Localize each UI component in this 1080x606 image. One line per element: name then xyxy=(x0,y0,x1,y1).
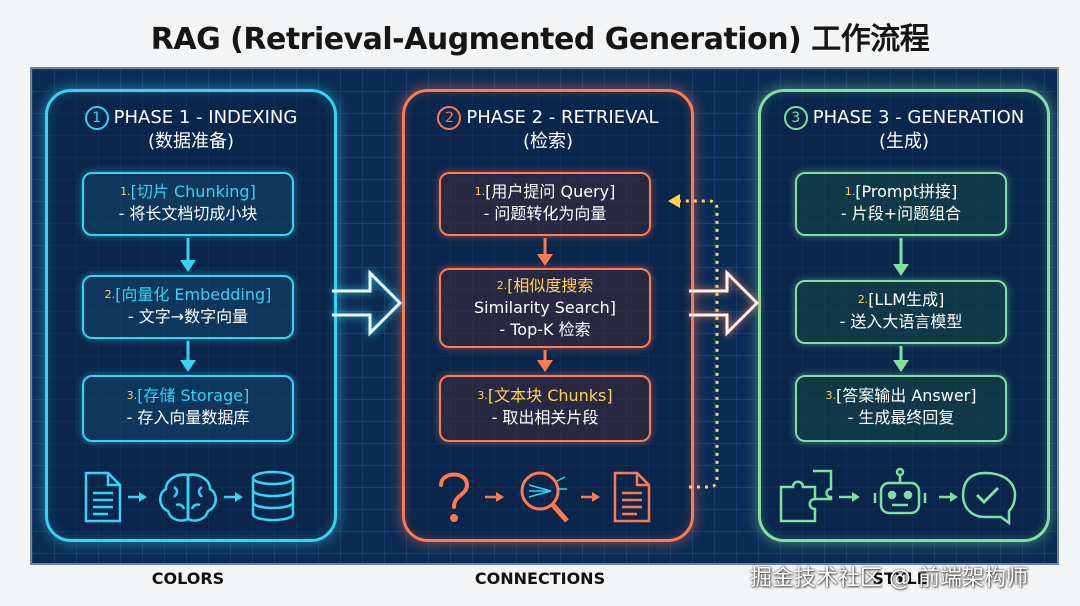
puzzle-icon xyxy=(779,469,833,523)
step-label: [切片 Chunking] xyxy=(130,182,256,201)
arrow-icon xyxy=(128,492,147,502)
step-number: 2. xyxy=(104,288,116,301)
step-label-line-2: Similarity Search] xyxy=(474,298,616,317)
phase-1-number: 1 xyxy=(84,106,109,130)
step-number: 3. xyxy=(126,389,138,402)
step-desc: - Top-K 检索 xyxy=(499,320,591,339)
phase-2-step-3: 3.[文本块 Chunks] - 取出相关片段 xyxy=(439,375,651,442)
phase-3-step-3: 3.[答案输出 Answer] - 生成最终回复 xyxy=(795,375,1007,442)
phase-1-step-2: 2.[向量化 Embedding] - 文字→数字向量 xyxy=(82,275,294,339)
step-number: 3. xyxy=(477,389,488,402)
step-desc: - 送入大语言模型 xyxy=(839,312,963,331)
phase-3-step-1: 1.[Prompt拼接] - 片段+问题组合 xyxy=(795,172,1007,236)
step-number: 1. xyxy=(474,185,486,198)
step-label: [LLM生成] xyxy=(868,290,945,309)
step-desc: - 取出相关片段 xyxy=(491,408,599,427)
phase-3-number: 3 xyxy=(783,106,808,130)
phase-2-flow-arrows xyxy=(537,238,553,372)
footer-label-left: COLORS xyxy=(151,569,225,588)
step-desc: - 文字→数字向量 xyxy=(127,307,249,326)
document-icon xyxy=(84,471,122,523)
document-icon xyxy=(613,471,651,523)
step-label: [存储 Storage] xyxy=(137,386,250,405)
arrow-icon xyxy=(839,492,860,502)
phase-connectors xyxy=(332,194,760,489)
phase-3-subtitle: (生成) xyxy=(878,131,930,152)
check-bubble-icon xyxy=(961,471,1017,526)
phase-1-step-1: 1.[切片 Chunking] - 将长文档切成小块 xyxy=(82,172,294,236)
step-label: [用户提问 Query] xyxy=(485,182,616,201)
step-label: [相似度搜索 xyxy=(507,276,594,295)
phase-3-title: PHASE 3 - GENERATION xyxy=(812,107,1025,128)
phase-2-number: 2 xyxy=(437,106,462,130)
step-desc: - 生成最终回复 xyxy=(847,408,955,427)
phase-1-flow-arrows xyxy=(180,238,196,372)
phase-2-step-1: 1.[用户提问 Query] - 问题转化为向量 xyxy=(439,172,651,236)
magnifier-icon xyxy=(520,471,569,523)
step-number: 3. xyxy=(825,389,836,402)
phase-2-title: PHASE 2 - RETRIEVAL xyxy=(466,107,659,128)
footer-label-right: STYLE xyxy=(872,569,928,588)
step-label: [Prompt拼接] xyxy=(855,182,958,201)
phase-3-icons xyxy=(779,467,1017,526)
robot-icon xyxy=(873,467,927,515)
connector-arrow-1-2 xyxy=(332,269,403,337)
phase-3-icon-row xyxy=(761,465,1047,526)
arrow-icon xyxy=(581,492,600,502)
phase-2-icon-row xyxy=(405,465,691,525)
diagram-title: RAG (Retrieval-Augmented Generation) 工作流… xyxy=(150,22,930,57)
phase-2-subtitle: (检索) xyxy=(522,131,574,152)
phase-1-icons xyxy=(84,470,295,523)
step-number: 2. xyxy=(496,279,508,292)
footer-label-center: CONNECTIONS xyxy=(474,569,606,588)
step-desc: - 将长文档切成小块 xyxy=(118,204,258,223)
step-label: [向量化 Embedding] xyxy=(115,285,272,304)
phase-1-title: PHASE 1 - INDEXING xyxy=(113,107,298,128)
phase-1-step-3: 3.[存储 Storage] - 存入向量数据库 xyxy=(82,375,294,442)
arrow-icon xyxy=(485,492,504,502)
feedback-dotted-arrow xyxy=(677,199,719,489)
phase-2-icons xyxy=(439,471,651,523)
step-number: 1. xyxy=(844,185,856,198)
database-icon xyxy=(251,470,295,522)
step-desc: - 存入向量数据库 xyxy=(126,408,250,427)
connector-arrow-2-3 xyxy=(689,269,760,337)
arrow-icon xyxy=(939,492,958,502)
phase-3-step-2: 2.[LLM生成] - 送入大语言模型 xyxy=(795,280,1007,344)
feedback-arrowhead xyxy=(668,194,680,208)
question-icon xyxy=(439,472,470,522)
step-label: [答案输出 Answer] xyxy=(835,386,977,405)
brain-icon xyxy=(159,473,217,522)
step-number: 1. xyxy=(120,185,131,198)
watermark: 掘金技术社区 @ 前端架构师 xyxy=(750,566,1028,591)
step-desc: - 问题转化为向量 xyxy=(483,204,607,223)
step-number: 2. xyxy=(857,293,869,306)
arrow-icon xyxy=(224,492,243,502)
phase-2-step-2: 2.[相似度搜索 Similarity Search] - Top-K 检索 xyxy=(439,268,651,348)
phase-1-subtitle: (数据准备) xyxy=(147,131,235,152)
phase-3-flow-arrows xyxy=(893,238,909,372)
phase-1-icon-row xyxy=(48,465,334,525)
step-label: [文本块 Chunks] xyxy=(487,386,613,405)
step-desc: - 片段+问题组合 xyxy=(840,204,962,223)
